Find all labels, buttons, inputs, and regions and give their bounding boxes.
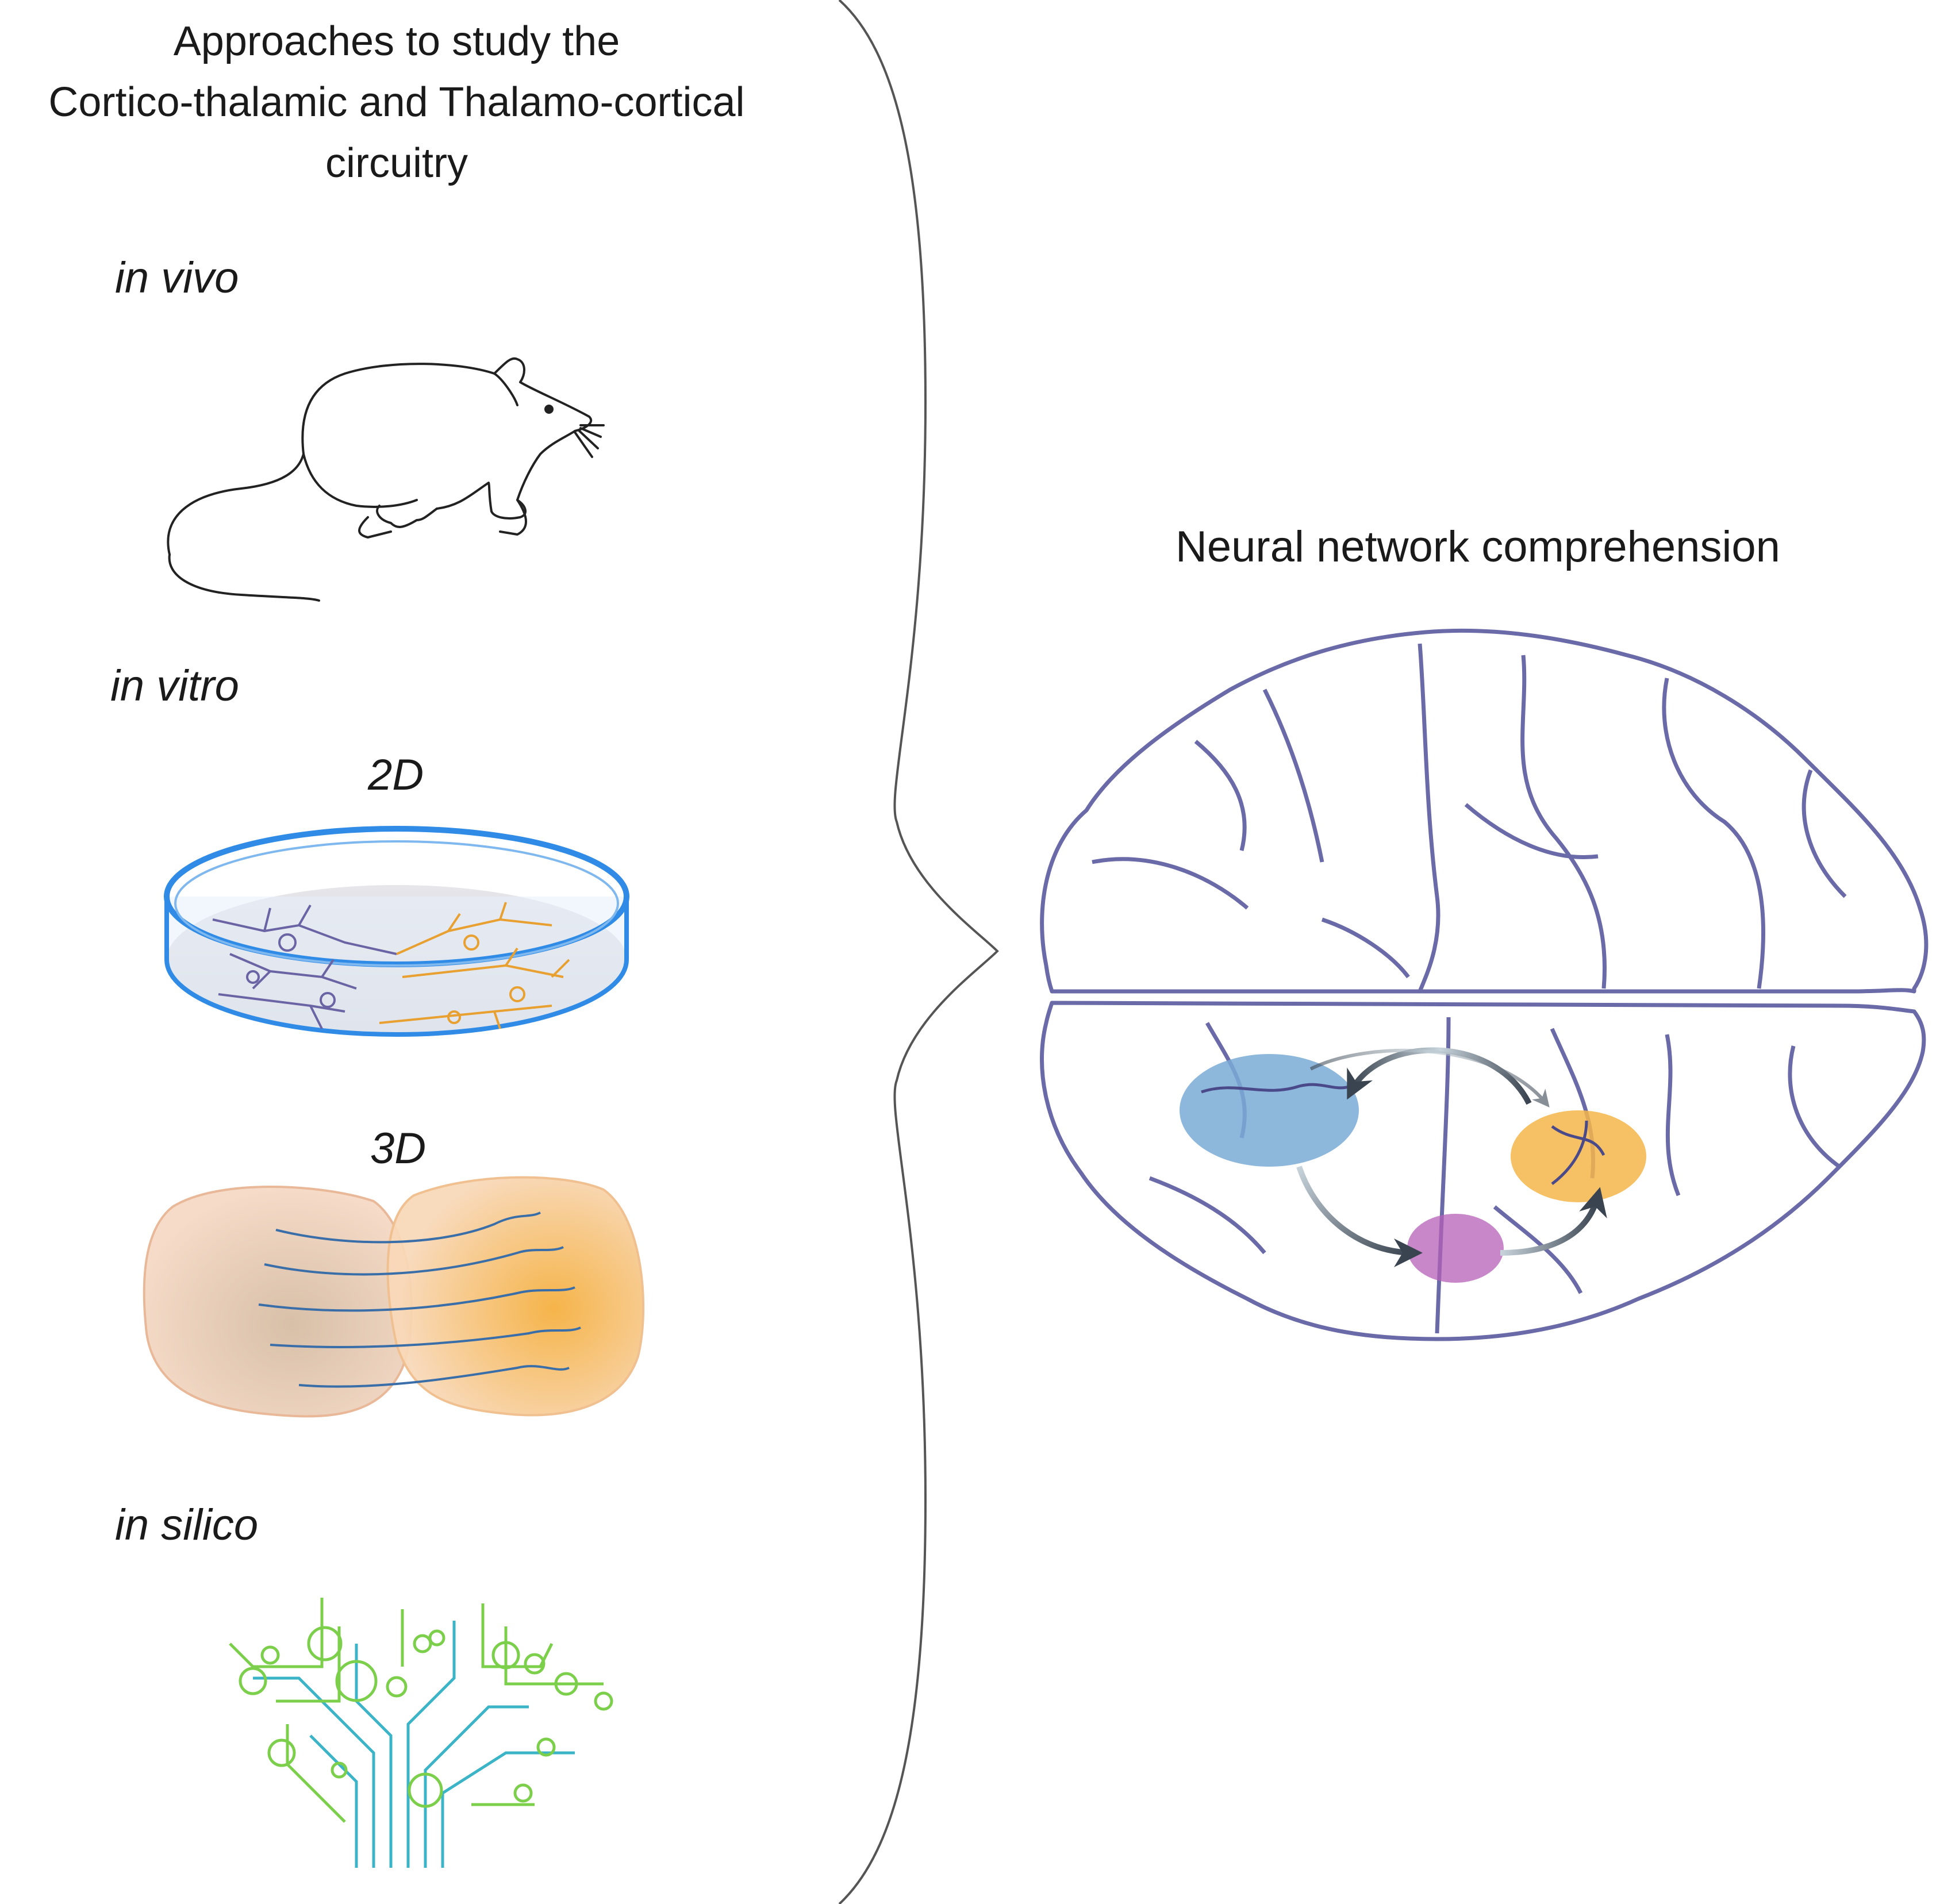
label-3d: 3D [370,1124,427,1173]
label-2d: 2D [368,751,424,799]
label-in-vitro: in vitro [110,661,239,710]
circuit-tree-icon [229,1598,613,1868]
label-in-silico: in silico [115,1501,259,1549]
curly-brace-divider [838,0,999,1904]
organoid-assembloid-icon [143,1176,645,1418]
title-line-1: Approaches to study the [173,18,620,64]
brain-network-icon [1040,628,1929,1341]
label-in-vivo: in vivo [115,253,239,302]
title-line-3: circuitry [325,140,468,186]
title-line-2: Cortico-thalamic and Thalamo-cortical [48,79,745,125]
rat-icon [167,357,605,602]
petri-dish-neurons-icon [164,826,629,1037]
network-heading: Neural network comprehension [1176,522,1780,571]
